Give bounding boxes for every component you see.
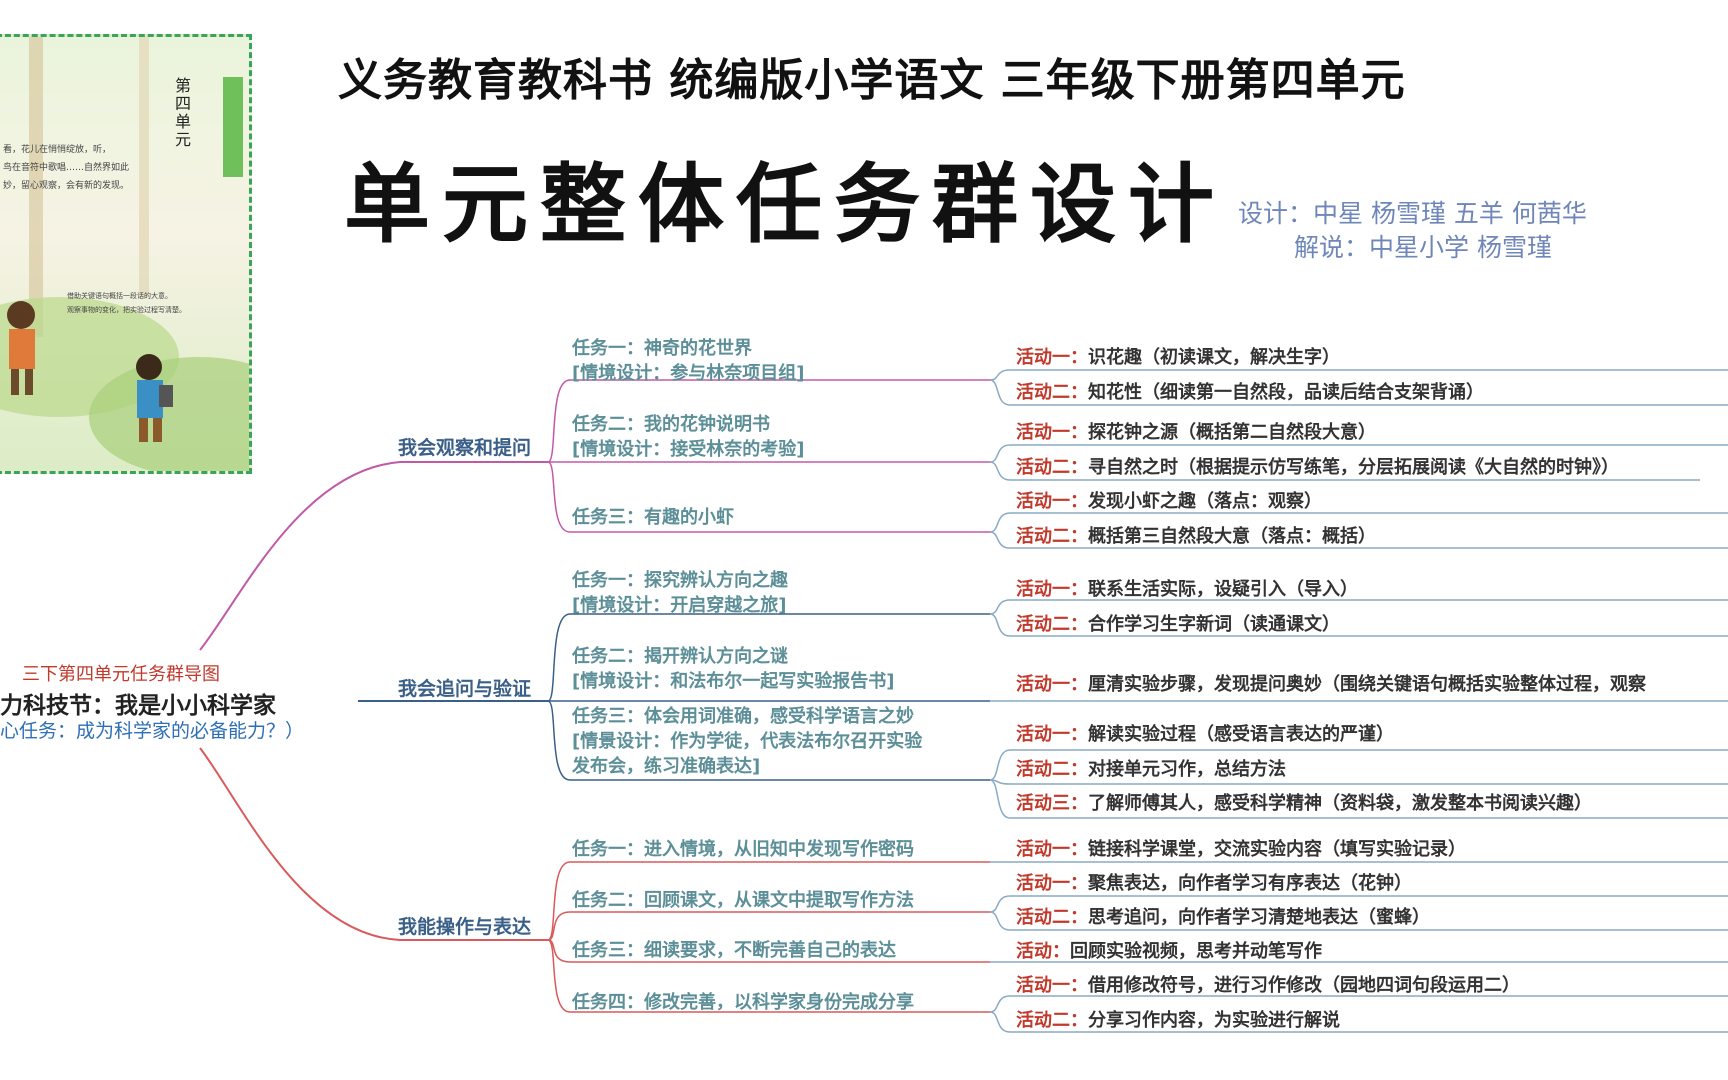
center-node-sub: 心任务：成为科学家的必备能力？） — [0, 720, 305, 742]
activity-item: 活动一：识花趣（初读课文，解决生字） — [1016, 347, 1340, 368]
cover-text: 看，花儿在悄悄绽放，听， 鸟在音符中歌唱……自然界如此 妙，留心观察，会有新的发… — [3, 141, 129, 195]
task-context: [情境设计：开启穿越之旅] — [572, 595, 787, 616]
connector-task — [547, 911, 990, 941]
activity-item: 活动二：思考追问，向作者学习清楚地表达（蜜蜂） — [1016, 907, 1430, 928]
task-node: 任务三：细读要求，不断完善自己的表达 — [572, 940, 896, 961]
task-title: 任务一：神奇的花世界 — [572, 338, 752, 359]
cover-text-line: 借助关键语句概括一段话的大意。 — [67, 292, 172, 300]
connector-task — [547, 379, 990, 463]
branch-observe-label: 我会观察和提问 — [398, 437, 532, 459]
task-title: 任务一：探究辨认方向之趣 — [572, 570, 788, 591]
task-node: 任务三：体会用词准确，感受科学语言之妙 [情景设计：作为学徒，代表法布尔召开实验… — [572, 704, 922, 779]
activity-item: 活动一：联系生活实际，设疑引入（导入） — [1016, 579, 1358, 600]
connector-task — [547, 700, 990, 781]
task-node: 任务一：进入情境，从旧知中发现写作密码 — [572, 839, 914, 860]
activity-item: 活动一：链接科学课堂，交流实验内容（填写实验记录） — [1016, 839, 1466, 860]
task-context: [情境设计：参与林奈项目组] — [572, 363, 805, 384]
task-context: 发布会，练习准确表达] — [572, 756, 761, 777]
task-node: 任务二：我的花钟说明书 [情境设计：接受林奈的考验] — [572, 412, 804, 462]
activity-item: 活动一：聚焦表达，向作者学习有序表达（花钟） — [1016, 873, 1412, 894]
task-node: 任务二：回顾课文，从课文中提取写作方法 — [572, 890, 914, 911]
activity-item: 活动三：了解师傅其人，感受科学精神（资料袋，激发整本书阅读兴趣） — [1016, 793, 1592, 814]
page-title-main: 单元整体任务群设计 — [344, 154, 1226, 255]
activity-item: 活动一：借用修改符号，进行习作修改（园地四词句段运用二） — [1016, 975, 1520, 996]
connector-task — [547, 461, 990, 533]
task-title: 任务二：揭开辨认方向之谜 — [572, 646, 788, 667]
task-context: [情境设计：和法布尔一起写实验报告书] — [572, 671, 895, 692]
activity-item: 活动一：解读实验过程（感受语言表达的严谨） — [1016, 724, 1394, 745]
credit-narration: 解说：中星小学 杨雪瑾 — [1294, 233, 1552, 262]
activity-item: 活动二：知花性（细读第一自然段，品读后结合支架背诵） — [1016, 382, 1484, 403]
branch-verify-label: 我会追问与验证 — [398, 678, 532, 700]
credit-design: 设计：中星 杨雪瑾 五羊 何茜华 — [1238, 199, 1587, 228]
task-title: 任务二：我的花钟说明书 — [572, 414, 770, 435]
connector-task — [547, 939, 990, 1013]
connector-branch1 — [199, 461, 548, 651]
task-title: 任务三：有趣的小虾 — [572, 507, 734, 528]
activity-item: 活动二：概括第三自然段大意（落点：概括） — [1016, 526, 1376, 547]
cover-text-line: 看，花儿在悄悄绽放，听， — [3, 145, 112, 155]
cover-text-line: 观察事物的变化，把实验过程写清楚。 — [67, 306, 186, 314]
cover-unit-label: 第四单元 — [175, 76, 192, 149]
activity-item: 活动一：发现小虾之趣（落点：观察） — [1016, 491, 1322, 512]
activity-item: 活动二：对接单元习作，总结方法 — [1016, 759, 1286, 780]
cover-illustration — [0, 37, 249, 471]
activity-item: 活动二：寻自然之时（根据提示仿写练笔，分层拓展阅读《大自然的时钟》） — [1016, 457, 1619, 478]
task-node: 任务三：有趣的小虾 — [572, 505, 734, 530]
activity-item: 活动二：分享习作内容，为实验进行解说 — [1016, 1010, 1340, 1031]
cover-text-line: 鸟在音符中歌唱……自然界如此 — [3, 163, 130, 173]
connector-task — [547, 861, 990, 941]
cover-text-line: 妙，留心观察，会有新的发现。 — [3, 181, 130, 191]
branch-express-label: 我能操作与表达 — [398, 916, 532, 938]
center-node-title: 三下第四单元任务群导图 — [22, 664, 220, 685]
cover-bottom-text: 借助关键语句概括一段话的大意。 观察事物的变化，把实验过程写清楚。 — [67, 289, 186, 317]
task-node: 任务一：神奇的花世界 [情境设计：参与林奈项目组] — [572, 336, 804, 386]
connector-branch3 — [199, 747, 548, 941]
activity-item: 活动二：合作学习生字新词（读通课文） — [1016, 614, 1340, 635]
center-node-main: 力科技节：我是小小科学家 — [0, 693, 276, 719]
unit-cover-image: 第四单元 看，花儿在悄悄绽放，听， 鸟在音符中歌唱……自然界如此 妙，留心观察，… — [0, 34, 252, 474]
task-context: [情境设计：接受林奈的考验] — [572, 439, 805, 460]
activity-item: 活动一：厘清实验步骤，发现提问奥妙（围绕关键语句概括实验整体过程，观察 — [1016, 674, 1646, 695]
task-node: 任务一：探究辨认方向之趣 [情境设计：开启穿越之旅] — [572, 568, 788, 618]
page-title-line1: 义务教育教科书 统编版小学语文 三年级下册第四单元 — [338, 55, 1406, 106]
task-context: [情景设计：作为学徒，代表法布尔召开实验 — [572, 731, 923, 752]
task-node: 任务四：修改完善，以科学家身份完成分享 — [572, 992, 914, 1013]
activity-item: 活动：回顾实验视频，思考并动笔写作 — [1016, 941, 1322, 962]
activity-underlines — [989, 369, 1728, 1033]
activity-item: 活动一：探花钟之源（概括第二自然段大意） — [1016, 422, 1376, 443]
task-title: 任务三：体会用词准确，感受科学语言之妙 — [572, 706, 914, 727]
connector-task — [547, 613, 990, 702]
task-node: 任务二：揭开辨认方向之谜 [情境设计：和法布尔一起写实验报告书] — [572, 644, 894, 694]
